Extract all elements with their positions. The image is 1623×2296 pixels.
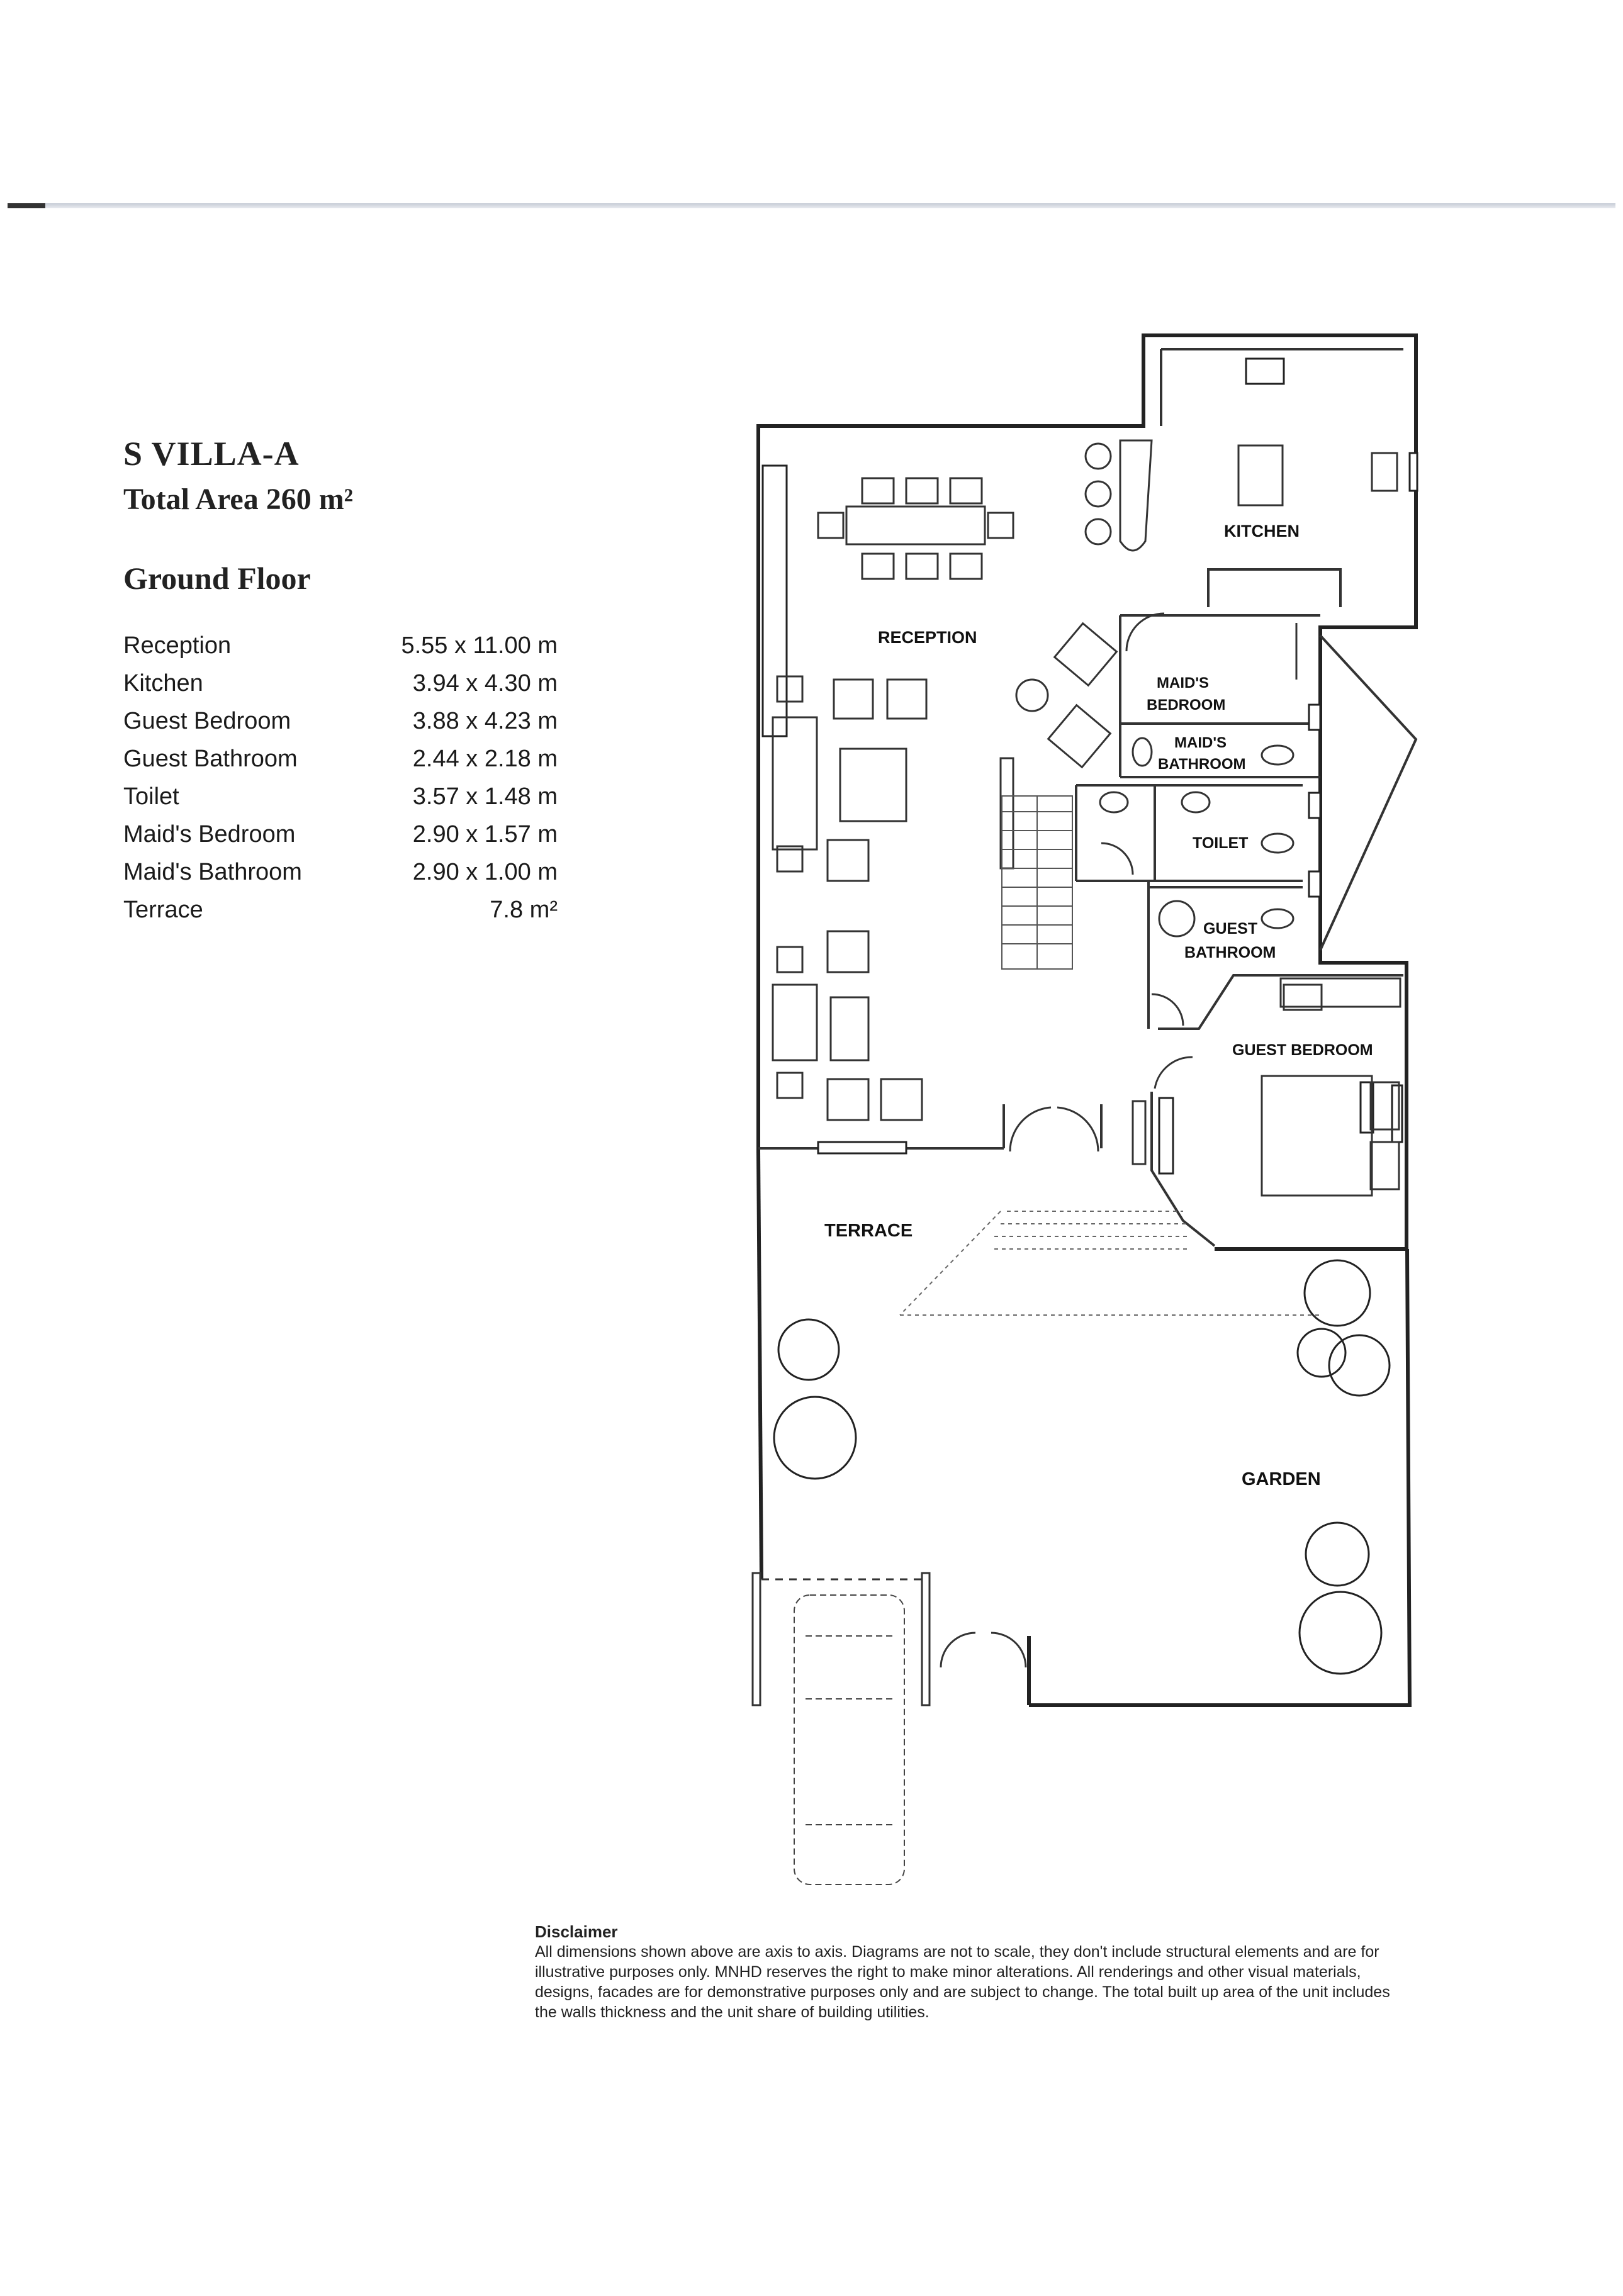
garden-trees [773, 1259, 1391, 1675]
dining-set [817, 477, 1014, 580]
area-row: Maid's Bedroom 2.90 x 1.57 m [123, 821, 558, 859]
label-guest-bathroom: BATHROOM [1184, 944, 1276, 961]
room-dimension: 5.55 x 11.00 m [401, 632, 558, 659]
area-row: Terrace 7.8 m² [123, 897, 558, 934]
gate-posts [751, 1572, 931, 1706]
room-dimension: 2.90 x 1.57 m [412, 821, 558, 848]
room-name: Reception [123, 632, 232, 659]
room-dimension: 2.90 x 1.00 m [412, 859, 558, 885]
label-maids-bathroom: MAID'S [1174, 734, 1227, 751]
room-dimension: 3.94 x 4.30 m [412, 670, 558, 697]
room-name: Guest Bathroom [123, 746, 298, 772]
area-row: Guest Bathroom 2.44 x 2.18 m [123, 746, 558, 783]
label-reception: RECEPTION [878, 628, 977, 647]
disclaimer-line: illustrative purposes only. MNHD reserve… [535, 1963, 1361, 1981]
label-maids-bathroom: BATHROOM [1158, 756, 1246, 773]
disclaimer-heading: Disclaimer [535, 1922, 618, 1941]
label-guest-bedroom: GUEST BEDROOM [1232, 1041, 1373, 1059]
disclaimer-line: designs, facades are for demonstrative p… [535, 1983, 1390, 2001]
top-rule [8, 203, 1615, 208]
room-name: Kitchen [123, 670, 203, 697]
disclaimer: Disclaimer All dimensions shown above ar… [535, 1922, 1517, 2022]
area-row: Guest Bedroom 3.88 x 4.23 m [123, 708, 558, 746]
room-name: Maid's Bathroom [123, 859, 302, 885]
label-guest-bathroom: GUEST [1203, 920, 1257, 938]
exterior-walls [756, 333, 1418, 1707]
room-dimension: 2.44 x 2.18 m [412, 746, 558, 772]
terrace-steps [899, 1211, 1320, 1316]
area-row: Kitchen 3.94 x 4.30 m [123, 670, 558, 708]
label-maids-bedroom: BEDROOM [1147, 697, 1225, 714]
area-table: Reception 5.55 x 11.00 m Kitchen 3.94 x 4.… [123, 632, 558, 934]
room-name: Guest Bedroom [123, 708, 291, 734]
bathroom-fixtures [1099, 623, 1323, 1011]
disclaimer-line: the walls thickness and the unit share o… [535, 2003, 929, 2021]
interior-walls [758, 348, 1418, 1247]
area-row: Toilet 3.57 x 1.48 m [123, 783, 558, 821]
label-terrace: TERRACE [824, 1221, 913, 1241]
kitchen-furniture [1084, 439, 1398, 552]
label-kitchen: KITCHEN [1224, 522, 1300, 540]
doors [940, 612, 1193, 1668]
room-name: Toilet [123, 783, 179, 810]
label-garden: GARDEN [1242, 1469, 1321, 1489]
disclaimer-line: All dimensions shown above are axis to a… [535, 1943, 1379, 1961]
room-name: Terrace [123, 897, 203, 923]
total-area: Total Area 260 m² [123, 483, 354, 516]
living-furniture [772, 622, 1147, 1165]
car [794, 1594, 905, 1885]
label-toilet: TOILET [1193, 834, 1248, 852]
wardrobe [1279, 977, 1401, 1008]
label-maids-bedroom: MAID'S [1157, 675, 1209, 692]
bed [1261, 1075, 1400, 1197]
area-row: Reception 5.55 x 11.00 m [123, 632, 558, 670]
page-title: S VILLA-A [123, 435, 300, 473]
staircase [1001, 795, 1073, 970]
room-dimension: 3.88 x 4.23 m [412, 708, 558, 734]
floor-heading: Ground Floor [123, 561, 311, 596]
room-name: Maid's Bedroom [123, 821, 296, 848]
area-row: Maid's Bathroom 2.90 x 1.00 m [123, 859, 558, 897]
room-dimension: 7.8 m² [490, 897, 558, 923]
room-dimension: 3.57 x 1.48 m [412, 783, 558, 810]
